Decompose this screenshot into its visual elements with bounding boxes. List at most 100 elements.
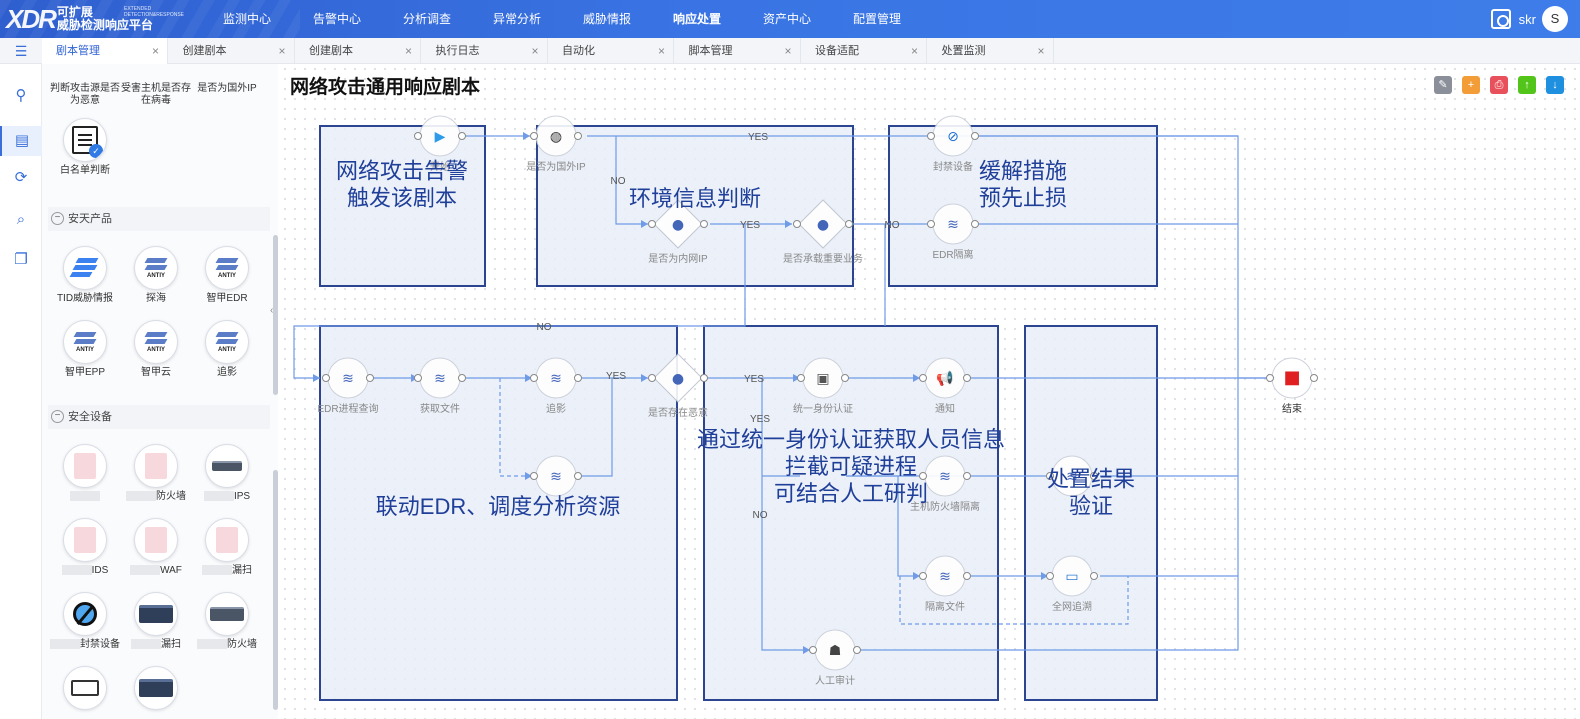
group-box-0[interactable] — [319, 125, 486, 287]
nav-item-3[interactable]: 异常分析 — [492, 12, 541, 26]
node-foreign-ip-port-1[interactable] — [574, 132, 582, 140]
close-icon[interactable]: × — [910, 44, 918, 58]
tab-5[interactable]: 脚本管理× — [675, 38, 801, 64]
search-doc-icon[interactable]: ⌕ — [16, 211, 26, 228]
tab-4[interactable]: 自动化× — [548, 38, 674, 64]
section-security-devices[interactable]: 安全设备 — [48, 405, 270, 429]
node-malicious-port-0[interactable] — [648, 374, 656, 382]
section-antiy[interactable]: 安天产品 — [48, 207, 270, 231]
nav-item-5[interactable]: 响应处置 — [672, 12, 721, 26]
node-end-port-0[interactable] — [1266, 374, 1274, 382]
node-verify-port-1[interactable] — [1090, 472, 1098, 480]
tab-7[interactable]: 处置监测× — [928, 38, 1054, 64]
nav-item-1[interactable]: 告警中心 — [312, 12, 361, 26]
tab-6[interactable]: 设备适配× — [801, 38, 927, 64]
node-malicious-port-1[interactable] — [700, 374, 708, 382]
node-isolate-file-port-1[interactable] — [963, 572, 971, 580]
node-edr-isolate[interactable]: ≋EDR隔离 — [927, 203, 979, 261]
palette-item-security-10[interactable] — [121, 666, 191, 713]
close-icon[interactable]: × — [531, 44, 539, 58]
tab-3[interactable]: 执行日志× — [422, 38, 548, 64]
user-icon[interactable]: ⚲ — [15, 87, 27, 104]
topology-icon[interactable]: ⟳ — [14, 169, 28, 186]
palette-item-security-6[interactable]: 封禁设备 — [50, 592, 120, 651]
node-start-port-1[interactable] — [458, 132, 466, 140]
group-box-3[interactable] — [319, 325, 678, 701]
node-manual-port-0[interactable] — [809, 646, 817, 654]
group-box-5[interactable] — [1024, 325, 1158, 701]
node-trace-2-port-1[interactable] — [574, 472, 582, 480]
node-foreign-ip-port-0[interactable] — [530, 132, 538, 140]
palette-item-security-8[interactable]: 防火墙 — [192, 592, 262, 651]
node-foreign-ip[interactable]: ◍是否为国外IP — [526, 115, 586, 173]
upload-icon[interactable]: ↑ — [1518, 76, 1536, 94]
node-edr-isolate-port-0[interactable] — [927, 220, 935, 228]
node-verify-port-0[interactable] — [1046, 472, 1054, 480]
node-edr-query-port-1[interactable] — [366, 374, 374, 382]
node-edr-query[interactable]: ≋EDR进程查询 — [317, 357, 379, 415]
node-malicious[interactable]: ●是否存在恶意 — [648, 353, 708, 419]
close-icon[interactable]: × — [784, 44, 792, 58]
node-key-business-port-1[interactable] — [845, 220, 853, 228]
node-identity-port-1[interactable] — [841, 374, 849, 382]
node-net-trace-port-0[interactable] — [1046, 572, 1054, 580]
node-identity[interactable]: ▣统一身份认证 — [793, 357, 853, 415]
palette-item-security-9[interactable] — [50, 666, 120, 713]
group-box-1[interactable] — [536, 125, 854, 287]
nav-item-7[interactable]: 配置管理 — [852, 12, 901, 26]
palette-item-security-0[interactable] — [50, 444, 120, 503]
node-trace[interactable]: ≋追影 — [530, 357, 582, 415]
node-intranet-ip[interactable]: ●是否为内网IP — [648, 199, 708, 265]
avatar[interactable]: S — [1542, 6, 1568, 32]
close-icon[interactable]: × — [657, 44, 665, 58]
node-verify[interactable]: ≋ — [1046, 455, 1098, 497]
tab-2[interactable]: 创建剧本× — [295, 38, 421, 64]
node-block-device[interactable]: ⊘封禁设备 — [927, 115, 979, 173]
palette-item-whitelist[interactable]: 白名单判断 — [50, 118, 120, 177]
close-icon[interactable]: × — [278, 44, 286, 58]
edit-icon[interactable]: ✎ — [1434, 76, 1452, 94]
palette-item-top-2[interactable]: 是否为国外IP — [192, 80, 262, 95]
close-icon[interactable]: × — [404, 44, 412, 58]
nav-item-4[interactable]: 威胁情报 — [582, 12, 631, 26]
node-net-trace-port-1[interactable] — [1090, 572, 1098, 580]
node-get-file-port-1[interactable] — [458, 374, 466, 382]
node-edr-query-port-0[interactable] — [322, 374, 330, 382]
palette-item-antiy-0[interactable]: TID威胁情报 — [50, 246, 120, 305]
download-icon[interactable]: ↓ — [1546, 76, 1564, 94]
palette-item-security-2[interactable]: IPS — [192, 444, 262, 503]
palette-item-security-4[interactable]: WAF — [121, 518, 191, 577]
node-host-fw[interactable]: ≋主机防火墙隔离 — [910, 455, 980, 513]
palette-scrollbar[interactable] — [273, 235, 278, 395]
copy-icon[interactable]: ❐ — [14, 251, 28, 268]
node-isolate-file[interactable]: ≋隔离文件 — [919, 555, 971, 613]
nav-item-2[interactable]: 分析调查 — [402, 12, 451, 26]
palette-item-security-3[interactable]: IDS — [50, 518, 120, 577]
node-key-business[interactable]: ●是否承载重要业务 — [783, 199, 863, 265]
node-key-business-port-0[interactable] — [793, 220, 801, 228]
group-box-2[interactable] — [888, 125, 1158, 287]
app-logo[interactable]: XDR 可扩展 威胁检测响应平台 EXTENDED DETECTION&RESP… — [6, 4, 184, 34]
print-icon[interactable]: ⎙ — [1490, 76, 1508, 94]
palette-item-security-5[interactable]: 漏扫 — [192, 518, 262, 577]
node-get-file[interactable]: ≋获取文件 — [414, 357, 466, 415]
node-end-port-1[interactable] — [1310, 374, 1318, 382]
node-manual-port-1[interactable] — [853, 646, 861, 654]
close-icon[interactable]: × — [151, 44, 159, 58]
node-host-fw-port-0[interactable] — [919, 472, 927, 480]
node-isolate-file-port-0[interactable] — [919, 572, 927, 580]
tab-0[interactable]: 剧本管理× — [42, 38, 168, 64]
screen-monitor-icon[interactable] — [1490, 9, 1511, 29]
username[interactable]: skr — [1518, 11, 1536, 27]
node-end[interactable]: ■结束 — [1266, 357, 1318, 415]
node-block-device-port-0[interactable] — [927, 132, 935, 140]
node-edr-isolate-port-1[interactable] — [971, 220, 979, 228]
node-identity-port-0[interactable] — [797, 374, 805, 382]
tab-1[interactable]: 创建剧本× — [169, 38, 295, 64]
palette-item-security-7[interactable]: 漏扫 — [121, 592, 191, 651]
palette-scrollbar-lower[interactable] — [273, 470, 278, 710]
